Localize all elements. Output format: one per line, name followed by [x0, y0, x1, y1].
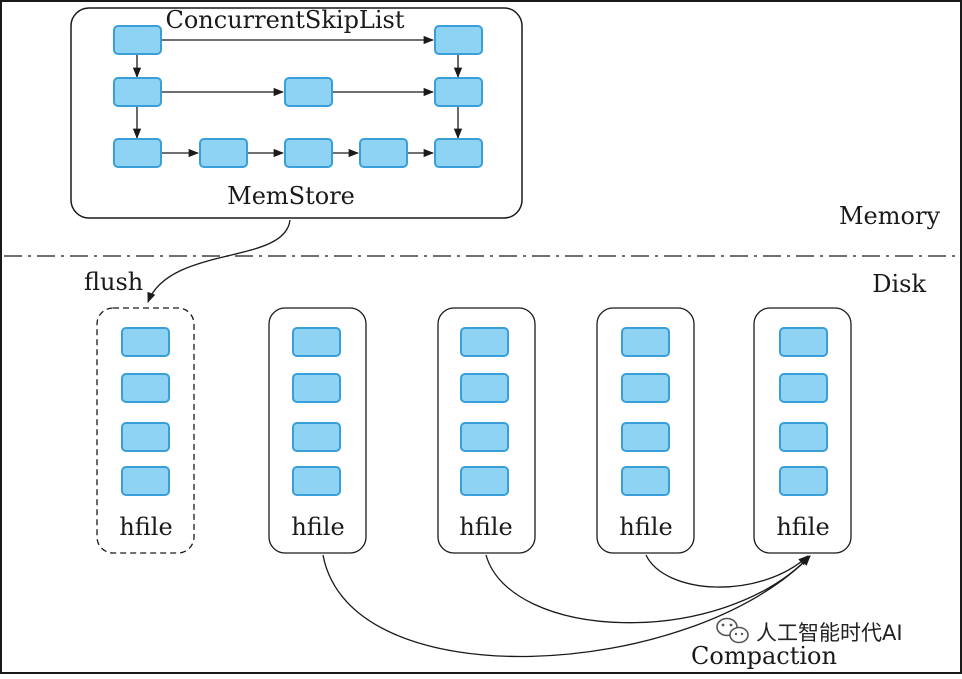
skiplist-title: ConcurrentSkipList — [165, 6, 404, 34]
hfile-label: hfile — [619, 513, 672, 541]
hfile-block — [460, 466, 509, 496]
hfile-block — [292, 373, 341, 403]
flush-label: flush — [84, 268, 143, 296]
hfile-block — [621, 327, 670, 357]
watermark: 人工智能时代AI — [716, 617, 903, 645]
hfile-label: hfile — [459, 513, 512, 541]
hfile-block — [621, 373, 670, 403]
hfile-block — [121, 466, 170, 496]
hfile-block — [460, 422, 509, 452]
hfile-solid: hfile — [596, 307, 695, 554]
hfile-block — [121, 327, 170, 357]
hfile-label: hfile — [291, 513, 344, 541]
hfile-block — [460, 327, 509, 357]
compaction-label: Compaction — [691, 642, 837, 670]
skiplist-node — [113, 77, 162, 107]
hfile-block — [779, 466, 828, 496]
hfile-box — [596, 307, 695, 554]
hfile-block — [621, 422, 670, 452]
memory-label: Memory — [839, 202, 940, 230]
hfile-block — [292, 327, 341, 357]
hfile-box — [268, 307, 367, 554]
hfile-label: hfile — [119, 513, 172, 541]
hfile-block — [779, 373, 828, 403]
skiplist-node — [434, 77, 483, 107]
memstore-box — [70, 7, 523, 219]
memstore-label: MemStore — [227, 182, 355, 210]
hfile-block — [621, 466, 670, 496]
watermark-text: 人工智能时代AI — [756, 621, 903, 645]
hfile-solid: hfile — [437, 307, 536, 554]
hfile-box — [437, 307, 536, 554]
skiplist-node — [284, 77, 333, 107]
flush-arrow — [147, 219, 291, 303]
skiplist-nodes — [113, 25, 483, 168]
wechat-icon — [716, 617, 749, 644]
hfile-label: hfile — [776, 513, 829, 541]
skiplist-node — [113, 25, 162, 55]
hfile-box — [96, 307, 195, 554]
hfile-box — [753, 307, 852, 554]
compaction-arrow — [645, 554, 809, 588]
compaction-arrows — [322, 554, 811, 658]
skiplist-node — [359, 138, 408, 168]
skiplist-node — [434, 25, 483, 55]
hfile-solid: hfile — [753, 307, 852, 554]
hfile-block — [121, 422, 170, 452]
hfile-block — [292, 466, 341, 496]
skiplist-node — [113, 138, 162, 168]
compaction-arrow — [322, 554, 811, 658]
compaction-arrow — [485, 554, 811, 624]
hfile-solid: hfile — [268, 307, 367, 554]
disk-label: Disk — [872, 270, 926, 298]
hfile-block — [121, 373, 170, 403]
hfile-block — [779, 422, 828, 452]
skiplist-node — [284, 138, 333, 168]
skiplist-node — [434, 138, 483, 168]
hfile-block — [292, 422, 341, 452]
hfile-block — [779, 327, 828, 357]
skiplist-node — [199, 138, 248, 168]
hfile-dashed: hfile — [96, 307, 195, 554]
skiplist-links — [132, 35, 463, 158]
hfile-block — [460, 373, 509, 403]
